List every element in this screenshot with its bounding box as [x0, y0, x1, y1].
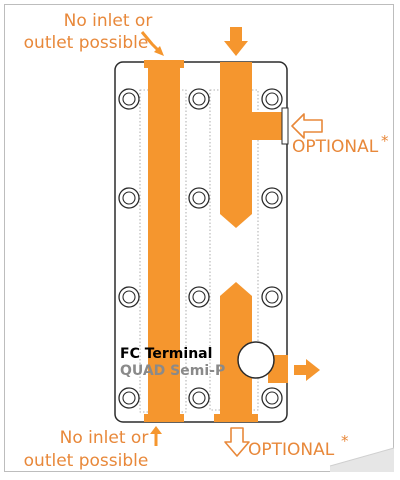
torn-edge-decoration — [329, 447, 395, 472]
outlet-port-circle — [237, 341, 275, 379]
right-upper-point — [220, 214, 252, 228]
arrow-right-solid-icon — [294, 359, 320, 381]
coolant-channels — [144, 60, 288, 422]
left-bottom-cap — [144, 414, 184, 422]
left-top-cap — [144, 60, 184, 68]
arrow-down-solid-icon — [224, 27, 248, 56]
optional-bottom-label: OPTIONAL — [248, 440, 335, 460]
optional-bottom-asterisk: * — [341, 432, 349, 450]
no-inlet-top-line2: outlet possible — [24, 33, 149, 53]
terminal-name-line1: FC Terminal — [120, 346, 212, 362]
right-upper-channel — [220, 62, 252, 214]
right-fitting-ring — [281, 107, 289, 145]
no-inlet-bottom-line2: outlet possible — [24, 451, 149, 471]
left-channel — [148, 62, 180, 422]
no-inlet-bottom-line1: No inlet or — [60, 428, 149, 448]
diagram-frame — [4, 4, 394, 472]
bottom-right-cap — [214, 414, 258, 422]
optional-right-label: OPTIONAL — [292, 137, 379, 157]
terminal-name-line2: QUAD Semi-P — [120, 363, 225, 379]
optional-right-asterisk: * — [381, 132, 389, 150]
right-lower-point — [220, 282, 252, 296]
arrow-left-outline-icon — [291, 113, 323, 139]
arrow-down-outline-icon — [224, 427, 250, 457]
optional-right-port-shape — [238, 112, 282, 140]
no-inlet-top-line1: No inlet or — [64, 11, 153, 31]
